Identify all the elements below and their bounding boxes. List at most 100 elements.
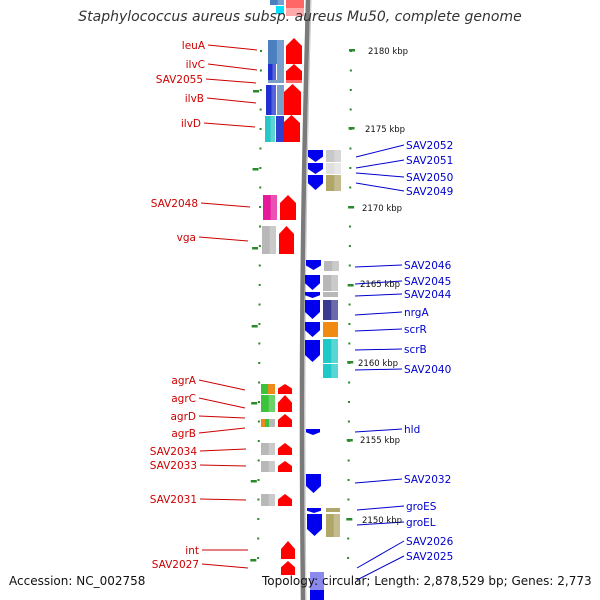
gene-block-SAV2040: [323, 364, 338, 378]
gene-label-agrD: agrD: [170, 411, 196, 423]
leader-line: [201, 563, 249, 569]
leader-line: [354, 428, 403, 433]
gene-label-SAV2045: SAV2045: [404, 276, 451, 288]
tick-dot: [347, 498, 350, 501]
gene-arrow-SAV2031: [278, 494, 292, 506]
gene-arrow-SAV2050: [308, 175, 323, 190]
gene-label-int: int: [185, 545, 199, 557]
gene-block-SAV2050-shade: [334, 175, 341, 191]
major-tick: [348, 206, 355, 209]
leader-line: [354, 348, 403, 351]
gene-arrow-scrB: [305, 340, 320, 362]
gene-block-SAV2046: [324, 261, 339, 271]
gene-block: [276, 6, 284, 14]
tick-dot: [257, 557, 260, 559]
tick-dot: [257, 459, 260, 462]
gene-arrow-groES: [307, 508, 321, 513]
tick-dot: [258, 284, 261, 286]
major-tick: [251, 402, 258, 405]
gene-block: [269, 419, 275, 427]
leader-line: [207, 44, 258, 51]
gene-label-SAV2048: SAV2048: [151, 198, 198, 210]
gene-block: [276, 116, 284, 142]
tick-dot: [257, 440, 260, 442]
tick-dot: [347, 459, 350, 462]
gene-block-vga: [262, 226, 276, 254]
gene-block-groEL: [326, 514, 340, 537]
tick-dot: [257, 537, 260, 540]
gene-label-SAV2055: SAV2055: [156, 74, 203, 86]
tick-marks-right: [346, 49, 355, 559]
tick-dot: [348, 245, 351, 247]
tick-dot: [347, 479, 350, 481]
leader-line: [356, 505, 405, 511]
gene-block: [270, 0, 284, 5]
tick-dot: [347, 557, 350, 559]
tick-dot: [348, 381, 351, 384]
tick-dot: [257, 420, 260, 423]
gene-block-nrgA: [323, 300, 338, 320]
gene-block: [277, 64, 284, 80]
kbp-marker: 2180 kbp: [368, 47, 408, 57]
tick-dot: [349, 186, 352, 189]
tick-dot: [258, 264, 261, 267]
tick-dot: [257, 479, 260, 481]
tick-dot: [258, 245, 261, 247]
gene-block-SAV2045-shade: [331, 275, 338, 291]
gene-label-groES: groES: [406, 501, 437, 513]
leader-line: [354, 478, 403, 484]
gene-label-agrC: agrC: [171, 393, 196, 405]
gene-label-SAV2033: SAV2033: [150, 460, 197, 472]
gene-block-leuA-shade: [276, 40, 284, 64]
leader-line: [198, 427, 246, 434]
leader-line: [355, 144, 405, 158]
gene-block-SAV2052-shade: [334, 150, 341, 162]
gene-block-SAV2046-shade: [332, 261, 339, 271]
kbp-marker: 2160 kbp: [358, 359, 398, 369]
gene-arrow-agrC: [278, 395, 292, 412]
gene-block-SAV2033-shade: [268, 461, 275, 472]
major-tick: [346, 439, 353, 442]
tick-dot: [349, 69, 352, 72]
gene-block-groES: [326, 508, 340, 512]
gene-label-SAV2025: SAV2025: [406, 551, 453, 563]
leader-line: [355, 182, 405, 192]
gene-block-scrB-shade: [331, 339, 338, 363]
gene-block-SAV2033: [261, 461, 275, 472]
gene-arrow-scrR: [305, 322, 320, 337]
gene-label-agrB: agrB: [171, 428, 196, 440]
gene-label-vga: vga: [177, 232, 196, 244]
gene-block-SAV2051: [326, 163, 341, 174]
gene-label-ilvC: ilvC: [186, 59, 205, 71]
gene-block-SAV2052: [326, 150, 341, 162]
tick-dot: [348, 264, 351, 267]
tick-dot: [260, 50, 262, 52]
gene-arrow-groEL: [307, 514, 322, 536]
tick-dot: [348, 303, 351, 306]
leader-line: [356, 521, 405, 526]
gene-label-hld: hld: [404, 424, 420, 436]
gene-label-ilvD: ilvD: [181, 118, 201, 130]
leader-line: [354, 368, 403, 371]
gene-arrow-SAV2044: [305, 292, 320, 298]
genome-title: Staphylococcus aureus subsp. aureus Mu50…: [78, 9, 522, 25]
tick-dot: [258, 362, 261, 364]
gene-block-SAV2048: [263, 195, 277, 220]
reverse-gene-blocks: [305, 150, 341, 600]
kbp-marker: 2150 kbp: [362, 516, 402, 526]
forward-gene-blocks: [261, 0, 304, 575]
gene-arrow-SAV2046: [306, 260, 321, 270]
gene-block-SAV2051-shade: [334, 163, 341, 174]
major-tick: [250, 559, 257, 562]
gene-arrow-leuA: [286, 38, 302, 64]
major-tick: [349, 49, 355, 52]
gene-arrow-SAV2027: [281, 561, 295, 575]
gene-arrow-SAV2033: [278, 461, 292, 472]
gene-block-SAV2045: [323, 275, 338, 291]
gene-block-SAV2031-shade: [268, 494, 275, 506]
gene-block-agrA: [261, 384, 268, 394]
gene-label-agrA: agrA: [171, 375, 196, 387]
major-tick: [346, 518, 353, 521]
leader-line: [198, 397, 246, 409]
